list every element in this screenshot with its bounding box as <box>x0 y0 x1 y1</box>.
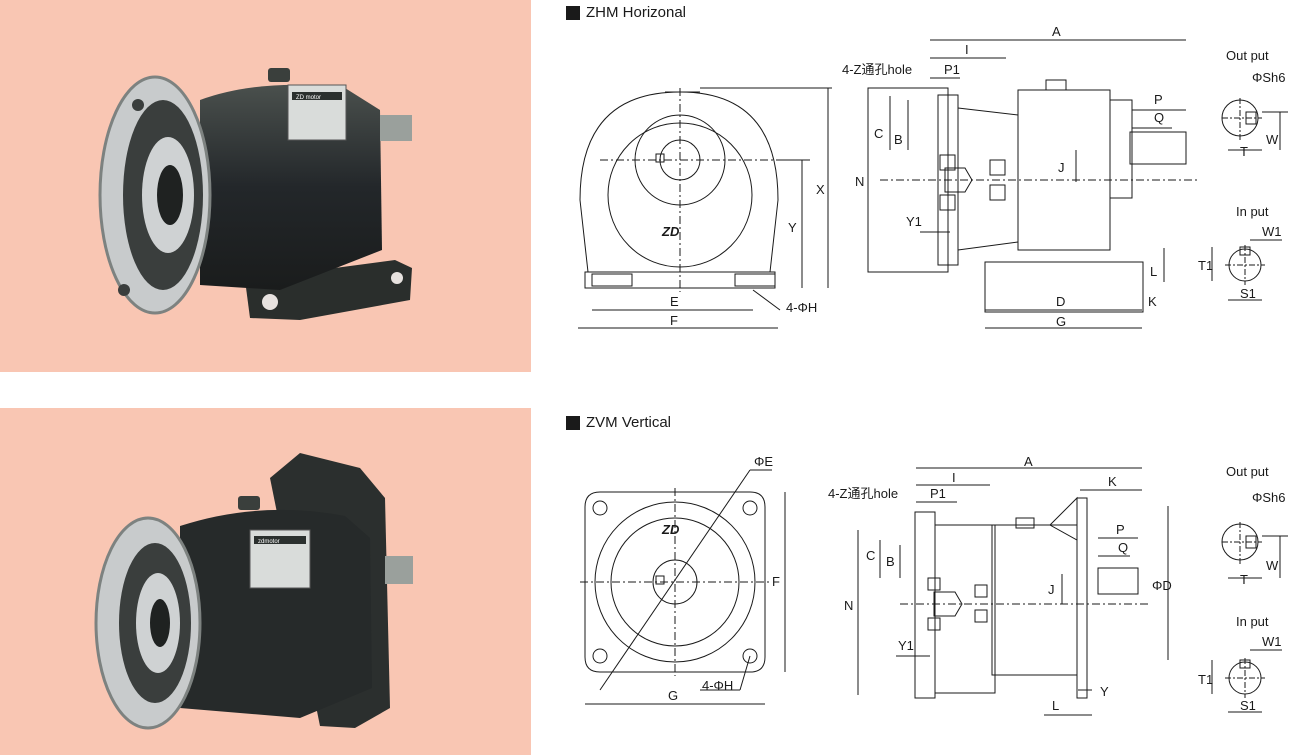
output-shaft: ΦSh6 <box>1252 490 1286 505</box>
output-t: T <box>1240 144 1248 159</box>
dim-f: F <box>772 574 780 589</box>
output-title: Out put <box>1226 48 1269 63</box>
output-w: W <box>1266 558 1279 573</box>
vertical-labels: ZD ΦE F G 4-ΦH A I K P1 4-Z通孔hole C B N … <box>661 454 1286 713</box>
dim-p1: P1 <box>930 486 946 501</box>
dim-f: F <box>670 313 678 328</box>
section-title-vertical: ZVM Vertical <box>566 414 671 431</box>
svg-text:zdmotor: zdmotor <box>258 539 280 545</box>
output-title: Out put <box>1226 464 1269 479</box>
section-title-horizontal: ZHM Horizonal <box>566 4 686 21</box>
dim-g: G <box>1056 314 1066 329</box>
svg-text:ZD motor: ZD motor <box>296 95 321 101</box>
dim-l: L <box>1150 264 1157 279</box>
dim-n: N <box>844 598 853 613</box>
vertical-shaft-details <box>1211 522 1288 713</box>
dim-y1: Y1 <box>906 214 922 229</box>
dim-y: Y <box>788 220 797 235</box>
dim-q: Q <box>1154 110 1164 125</box>
dim-k: K <box>1108 474 1117 489</box>
dim-p: P <box>1154 92 1163 107</box>
horizontal-labels: ZD X Y E F 4-ΦH A I P1 4-Z通孔hole C B N J… <box>661 24 1286 329</box>
gear-motor-horizontal-photo: ZD motor <box>98 68 412 320</box>
dim-a: A <box>1024 454 1033 469</box>
dim-p: P <box>1116 522 1125 537</box>
hole-label: 4-Z通孔hole <box>828 486 898 501</box>
product-photo-horizontal: ZD motor <box>0 0 531 372</box>
horizontal-side-view <box>867 39 1200 329</box>
dim-d: D <box>1056 294 1065 309</box>
output-w: W <box>1266 132 1279 147</box>
hole-label: 4-Z通孔hole <box>842 62 912 77</box>
dim-phi-d: ΦD <box>1152 578 1172 593</box>
input-title: In put <box>1236 204 1269 219</box>
dim-e: E <box>670 294 679 309</box>
title-square-icon <box>566 5 580 20</box>
input-w1: W1 <box>1262 224 1282 239</box>
dim-g: G <box>668 688 678 703</box>
input-title: In put <box>1236 614 1269 629</box>
dim-holes: 4-ΦH <box>702 678 733 693</box>
dim-n: N <box>855 174 864 189</box>
dim-p1: P1 <box>944 62 960 77</box>
dim-q: Q <box>1118 540 1128 555</box>
input-t1: T1 <box>1198 258 1213 273</box>
zd-logo: ZD <box>661 522 680 537</box>
dim-i: I <box>952 470 956 485</box>
dim-phi-e: ΦE <box>754 454 773 469</box>
dim-j: J <box>1048 582 1055 597</box>
input-w1: W1 <box>1262 634 1282 649</box>
dim-c: C <box>874 126 883 141</box>
horizontal-front-view <box>578 87 832 329</box>
output-shaft: ΦSh6 <box>1252 70 1286 85</box>
zd-logo: ZD <box>661 224 680 239</box>
gear-motor-vertical-photo: zdmotor <box>94 453 413 730</box>
dim-a: A <box>1052 24 1061 39</box>
input-t1: T1 <box>1198 672 1213 687</box>
product-photo-vertical: zdmotor <box>0 408 531 755</box>
vertical-side-view <box>857 467 1169 716</box>
dim-i: I <box>965 42 969 57</box>
input-s1: S1 <box>1240 698 1256 713</box>
vertical-front-view <box>580 469 786 705</box>
dim-j: J <box>1058 160 1065 175</box>
dim-l: L <box>1052 698 1059 713</box>
dim-y1: Y1 <box>898 638 914 653</box>
dim-k: K <box>1148 294 1157 309</box>
input-s1: S1 <box>1240 286 1256 301</box>
output-t: T <box>1240 572 1248 587</box>
horizontal-shaft-details <box>1211 98 1288 301</box>
dim-c: C <box>866 548 875 563</box>
title-square-icon <box>566 415 580 430</box>
dim-x: X <box>816 182 825 197</box>
dim-holes: 4-ΦH <box>786 300 817 315</box>
dim-b: B <box>886 554 895 569</box>
dim-y: Y <box>1100 684 1109 699</box>
dim-b: B <box>894 132 903 147</box>
